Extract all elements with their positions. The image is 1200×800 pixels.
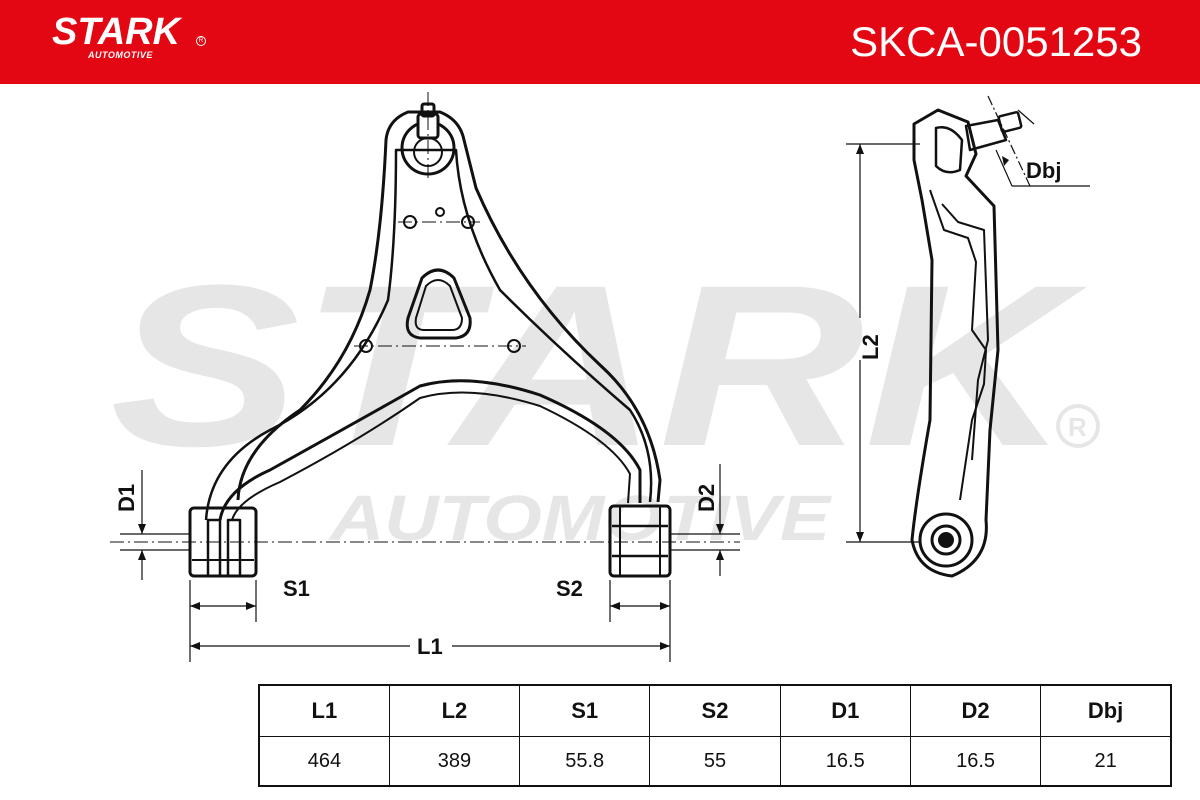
spec-table-value-row: 464 389 55.8 55 16.5 16.5 21 — [258, 736, 1172, 787]
svg-text:R: R — [1068, 412, 1087, 442]
dim-label-d2: D2 — [694, 484, 719, 512]
spec-value-s1: 55.8 — [519, 736, 651, 787]
part-number: SKCA-0051253 — [850, 18, 1142, 65]
dim-label-l2: L2 — [858, 334, 883, 360]
spec-header-dbj: Dbj — [1040, 684, 1172, 737]
centre-lines — [110, 92, 740, 543]
header-bar: STARK R AUTOMOTIVE SKCA-0051253 — [0, 0, 1200, 84]
watermark-registered-icon: R — [1056, 404, 1100, 448]
dim-label-s1: S1 — [283, 576, 310, 601]
dim-label-d1: D1 — [114, 484, 139, 512]
spec-header-l2: L2 — [388, 684, 521, 737]
spec-value-l1: 464 — [258, 736, 390, 787]
registered-mark-icon: R — [196, 36, 206, 46]
brand-subtitle: AUTOMOTIVE — [88, 50, 153, 60]
watermark-subtitle: AUTOMOTIVE — [328, 482, 833, 554]
dim-label-l1: L1 — [417, 634, 443, 659]
spec-value-l2: 389 — [388, 736, 521, 787]
spec-header-l1: L1 — [258, 684, 390, 737]
spec-value-d2: 16.5 — [909, 736, 1042, 787]
dim-label-s2: S2 — [556, 576, 583, 601]
spec-value-dbj: 21 — [1040, 736, 1172, 787]
spec-header-d2: D2 — [909, 684, 1042, 737]
spec-value-s2: 55 — [649, 736, 781, 787]
side-view-dimensions — [846, 95, 1090, 543]
spec-table-header-row: L1 L2 S1 S2 D1 D2 Dbj — [258, 684, 1172, 737]
dim-label-dbj: Dbj — [1026, 158, 1061, 183]
spec-header-d1: D1 — [779, 684, 911, 737]
spec-table: L1 L2 S1 S2 D1 D2 Dbj 464 389 55.8 55 16… — [258, 684, 1172, 787]
control-arm-side-view — [910, 108, 1023, 578]
front-view-dimensions — [120, 464, 740, 662]
brand-logo: STARK — [52, 11, 181, 53]
technical-drawing: STARK AUTOMOTIVE R — [110, 92, 1100, 662]
spec-header-s1: S1 — [519, 684, 651, 737]
spec-value-d1: 16.5 — [779, 736, 911, 787]
spec-header-s2: S2 — [649, 684, 781, 737]
